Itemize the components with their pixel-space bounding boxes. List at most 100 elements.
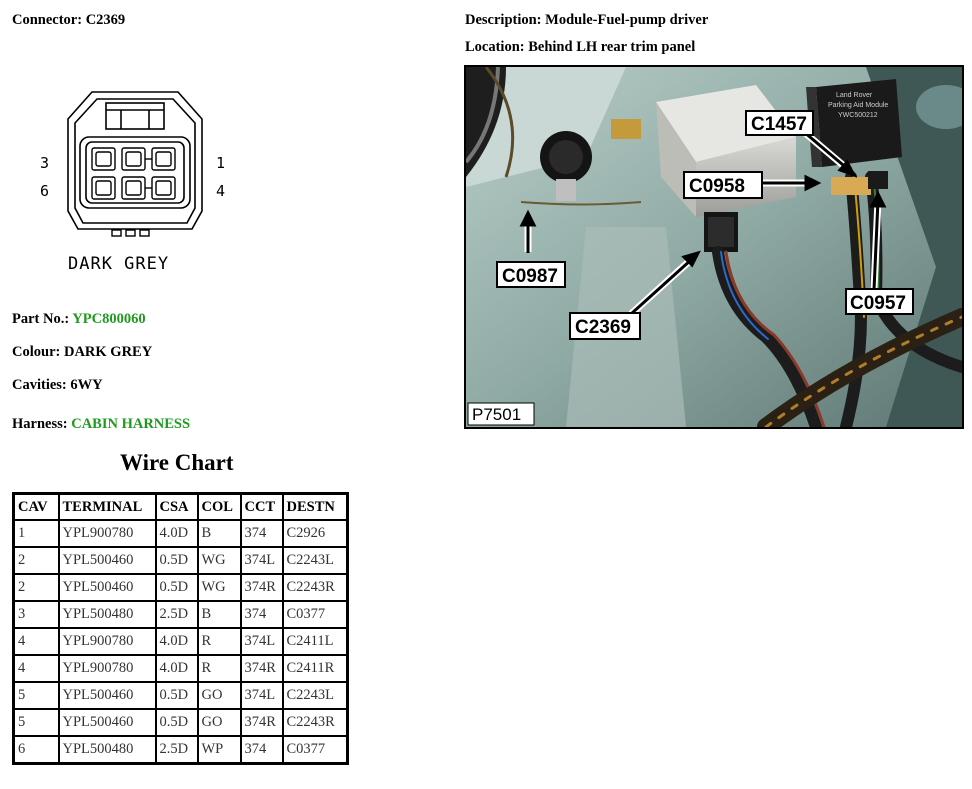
cell-cav: 4 xyxy=(12,653,60,683)
header-col: COL xyxy=(196,492,242,521)
cell-csa: 4.0D xyxy=(154,519,199,548)
pin-label-1: 1 xyxy=(216,154,225,172)
connector-face-diagram: 3 1 6 4 DARK GREY xyxy=(40,91,225,274)
wire-chart-title: Wire Chart xyxy=(120,450,234,475)
location-value: Behind LH rear trim panel xyxy=(528,39,696,55)
cell-cav: 6 xyxy=(12,734,60,765)
cell-terminal: YPL500460 xyxy=(57,572,157,602)
cell-csa: 4.0D xyxy=(154,653,199,683)
callout-c0987: C0987 xyxy=(496,261,566,288)
wire-chart-header-row: CAV TERMINAL CSA COL CCT DESTN xyxy=(12,492,349,521)
photo-ref-text: P7501 xyxy=(472,405,521,424)
cell-col: WG xyxy=(196,572,242,602)
header-destn: DESTN xyxy=(281,492,349,521)
cell-csa: 0.5D xyxy=(154,572,199,602)
callout-c0958-text: C0958 xyxy=(689,176,745,197)
connector-value: C2369 xyxy=(85,12,126,28)
header-terminal: TERMINAL xyxy=(57,492,157,521)
cell-csa: 0.5D xyxy=(154,545,199,575)
module-label-line-3: YWC500212 xyxy=(838,112,878,119)
pin-label-4: 4 xyxy=(216,182,225,200)
location-photo: Land Rover Parking Aid Module YWC500212 xyxy=(464,65,964,429)
connector-line: Connector: C2369 xyxy=(12,12,125,29)
connector-inner-outline xyxy=(74,98,196,224)
cavities-value: 6WY xyxy=(70,377,103,393)
cell-cav: 4 xyxy=(12,626,60,656)
location-line: Location: Behind LH rear trim panel xyxy=(465,39,695,56)
cell-destn: C2411L xyxy=(281,626,349,656)
part-no-label: Part No.: xyxy=(12,311,70,327)
description-value: Module-Fuel-pump driver xyxy=(545,12,709,28)
cell-csa: 4.0D xyxy=(154,626,199,656)
cell-col: B xyxy=(196,599,242,629)
pin-label-3: 3 xyxy=(40,154,49,172)
cell-csa: 0.5D xyxy=(154,680,199,710)
diagram-caption: DARK GREY xyxy=(68,254,169,274)
cell-col: WP xyxy=(196,734,242,765)
cell-cct: 374L xyxy=(239,545,284,575)
part-no-value[interactable]: YPC800060 xyxy=(72,311,146,327)
cell-terminal: YPL500460 xyxy=(57,545,157,575)
cell-csa: 2.5D xyxy=(154,734,199,765)
cavities-line: Cavities: 6WY xyxy=(12,377,103,394)
cell-destn: C2926 xyxy=(281,519,349,548)
cell-terminal: YPL500480 xyxy=(57,734,157,765)
pin-label-6: 6 xyxy=(40,182,49,200)
cell-col: WG xyxy=(196,545,242,575)
cell-cav: 2 xyxy=(12,545,60,575)
callout-c0987-text: C0987 xyxy=(502,266,558,287)
cell-terminal: YPL900780 xyxy=(57,653,157,683)
connector-outline xyxy=(67,91,203,230)
cell-col: R xyxy=(196,626,242,656)
cell-col: R xyxy=(196,653,242,683)
harness-line: Harness: CABIN HARNESS xyxy=(12,416,190,433)
callout-c1457: C1457 xyxy=(745,110,814,136)
module-label-line-1: Land Rover xyxy=(836,92,873,99)
callout-c0958: C0958 xyxy=(683,171,763,199)
callout-c2369-text: C2369 xyxy=(575,317,631,338)
cell-csa: 2.5D xyxy=(154,599,199,629)
harness-value[interactable]: CABIN HARNESS xyxy=(71,416,191,432)
colour-label: Colour: xyxy=(12,344,61,360)
cell-terminal: YPL900780 xyxy=(57,519,157,548)
cell-cct: 374R xyxy=(239,653,284,683)
colour-line: Colour: DARK GREY xyxy=(12,344,152,361)
cell-terminal: YPL900780 xyxy=(57,626,157,656)
cell-cav: 3 xyxy=(12,599,60,629)
connector-latch xyxy=(105,102,165,130)
colour-value: DARK GREY xyxy=(63,344,153,360)
cavity-housing xyxy=(79,136,191,209)
header-csa: CSA xyxy=(154,492,199,521)
cell-terminal: YPL500480 xyxy=(57,599,157,629)
module-label-line-2: Parking Aid Module xyxy=(828,102,888,109)
cell-destn: C2411R xyxy=(281,653,349,683)
cell-destn: C2243L xyxy=(281,545,349,575)
cell-destn: C2243L xyxy=(281,680,349,710)
cell-cct: 374R xyxy=(239,572,284,602)
callout-c2369: C2369 xyxy=(569,312,641,340)
cell-destn: C0377 xyxy=(281,734,349,765)
cell-cct: 374R xyxy=(239,707,284,737)
header-cct: CCT xyxy=(239,492,284,521)
cell-cav: 1 xyxy=(12,519,60,548)
callout-c0957: C0957 xyxy=(845,288,914,315)
cell-col: GO xyxy=(196,680,242,710)
callout-c1457-text: C1457 xyxy=(751,114,807,135)
cell-col: B xyxy=(196,519,242,548)
part-no-line: Part No.: YPC800060 xyxy=(12,311,146,328)
cell-cct: 374 xyxy=(239,734,284,765)
location-label: Location: xyxy=(465,39,525,55)
cell-csa: 0.5D xyxy=(154,707,199,737)
keying-slots xyxy=(111,229,150,237)
callout-c0957-text: C0957 xyxy=(850,293,906,314)
cell-cct: 374 xyxy=(239,599,284,629)
